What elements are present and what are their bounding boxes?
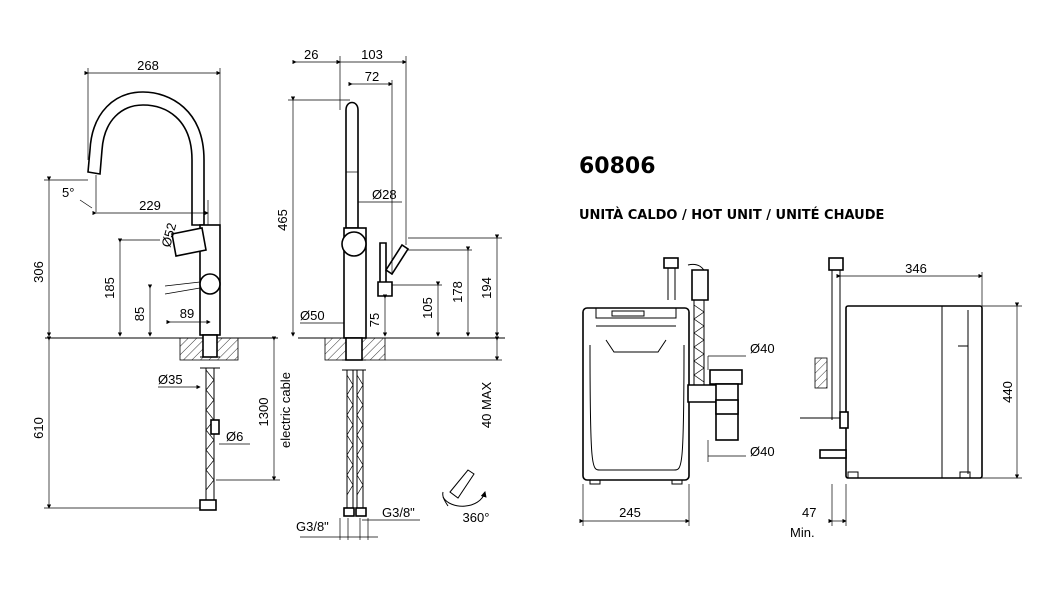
dim-lever-178: 178: [450, 281, 465, 303]
dim-depth-346: 346: [905, 261, 927, 276]
dim-width-245: 245: [619, 505, 641, 520]
dim-spout-diameter: Ø28: [372, 187, 397, 202]
dim-height-465: 465: [275, 209, 290, 231]
dim-lever-185: 185: [102, 277, 117, 299]
dim-base-75: 75: [367, 313, 382, 327]
front-shank: [202, 334, 218, 358]
dim-deck-40max: 40 MAX: [479, 382, 494, 429]
side-hoses: [346, 370, 364, 508]
dim-spout-72: 72: [365, 69, 379, 84]
electric-cable-label: electric cable: [278, 372, 293, 448]
hot-unit-trap: [663, 257, 743, 441]
dim-thread-left: G3/8": [296, 519, 329, 534]
hot-unit-title: UNITÀ CALDO / HOT UNIT / UNITÉ CHAUDE: [579, 207, 884, 223]
hot-unit-section: 60806 UNITÀ CALDO / HOT UNIT / UNITÉ CHA…: [579, 154, 1022, 540]
dim-depth-103: 103: [361, 47, 383, 62]
dim-knob-offset-89: 89: [180, 306, 194, 321]
dim-under-610: 610: [31, 417, 46, 439]
dim-knob-85: 85: [132, 307, 147, 321]
min-label: Min.: [790, 525, 815, 540]
side-view: 26 103 72 465 Ø28 Ø50 75 105 178 194: [275, 47, 505, 540]
dim-reach-229: 229: [139, 198, 161, 213]
dim-cable-1300: 1300: [256, 398, 271, 427]
dim-height-306: 306: [31, 261, 46, 283]
hot-unit-front: [582, 307, 690, 485]
side-spout: [345, 101, 359, 229]
side-hose-end-right: [355, 507, 367, 517]
side-lever-tip: [384, 243, 410, 276]
front-knob: [199, 273, 221, 295]
dim-top-26: 26: [304, 47, 318, 62]
front-hose-end: [199, 499, 217, 511]
dim-base-diameter: Ø50: [300, 308, 325, 323]
dim-knob-105: 105: [420, 297, 435, 319]
rotation-label: 360°: [463, 510, 490, 525]
side-handle: [341, 231, 367, 257]
dim-height-440: 440: [1000, 381, 1015, 403]
dim-thread-right: G3/8": [382, 505, 415, 520]
side-hose-end-left: [343, 507, 355, 517]
rotation-icon: 360°: [442, 469, 490, 525]
front-view: 268 5° 229 Ø52 306 185 85 89 Ø35 Ø6: [31, 58, 293, 511]
dim-angle: 5°: [62, 185, 74, 200]
dim-width-268: 268: [137, 58, 159, 73]
dim-handle-diameter: Ø52: [158, 221, 179, 249]
side-shank: [345, 337, 363, 361]
dim-shank-diameter: Ø35: [158, 372, 183, 387]
dim-handle-194: 194: [479, 277, 494, 299]
hot-unit-side: [800, 257, 983, 479]
front-handle: [171, 227, 207, 257]
product-code: 60806: [579, 154, 656, 179]
dim-pipe-bottom: Ø40: [750, 444, 775, 459]
dim-pipe-top: Ø40: [750, 341, 775, 356]
dim-cable-diameter: Ø6: [226, 429, 243, 444]
front-cable-clip: [210, 419, 220, 435]
dim-min-47: 47: [802, 505, 816, 520]
side-knob: [377, 281, 393, 297]
